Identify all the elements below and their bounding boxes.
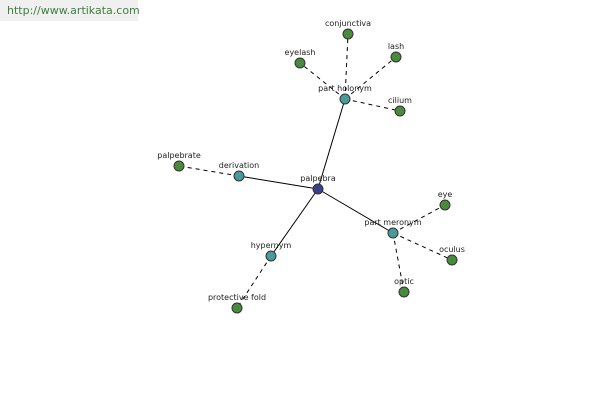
- edge-palpebrate: [178, 165, 240, 177]
- relation-node-hypernym[interactable]: hypernym: [251, 241, 292, 262]
- relation-node-part-meronym[interactable]: part meronym: [364, 218, 422, 239]
- leaf-node-eye[interactable]: eye: [438, 190, 453, 211]
- node-dot[interactable]: [173, 160, 185, 172]
- leaf-node-oculus[interactable]: oculus: [439, 245, 465, 266]
- node-label[interactable]: derivation: [219, 161, 259, 170]
- edge-hypernym: [270, 188, 319, 257]
- leaf-node-lash[interactable]: lash: [388, 42, 404, 63]
- node-label[interactable]: hypernym: [251, 241, 292, 250]
- edge-optic: [392, 232, 405, 293]
- edge-cilium: [344, 98, 401, 112]
- node-dot[interactable]: [394, 105, 406, 117]
- leaf-node-eyelash[interactable]: eyelash: [285, 48, 316, 69]
- node-dot[interactable]: [265, 250, 277, 262]
- node-dot[interactable]: [233, 170, 245, 182]
- relation-node-derivation[interactable]: derivation: [219, 161, 259, 182]
- node-dot[interactable]: [294, 57, 306, 69]
- node-label[interactable]: part meronym: [364, 218, 421, 227]
- graph-nodes: palpebra part holonym derivation part meron…: [157, 19, 465, 314]
- relation-node-part-holonym[interactable]: part holonym: [318, 84, 372, 105]
- node-label[interactable]: optic: [394, 277, 414, 286]
- node-dot[interactable]: [390, 51, 402, 63]
- node-dot[interactable]: [312, 183, 324, 195]
- node-label[interactable]: part holonym: [318, 84, 372, 93]
- leaf-node-protective-fold[interactable]: protective fold: [208, 293, 266, 314]
- node-label[interactable]: palpebrate: [157, 151, 201, 160]
- node-label[interactable]: conjunctiva: [325, 19, 371, 28]
- node-dot[interactable]: [439, 199, 451, 211]
- leaf-node-palpebrate[interactable]: palpebrate: [157, 151, 201, 172]
- edge-conjunctiva: [344, 33, 349, 100]
- edge-part-meronym: [317, 188, 394, 234]
- leaf-node-conjunctiva[interactable]: conjunctiva: [325, 19, 371, 40]
- leaf-node-optic[interactable]: optic: [394, 277, 414, 298]
- node-dot[interactable]: [446, 254, 458, 266]
- node-dot[interactable]: [231, 302, 243, 314]
- edge-protective-fold: [236, 255, 272, 309]
- node-label[interactable]: lash: [388, 42, 404, 51]
- node-label[interactable]: oculus: [439, 245, 465, 254]
- center-node-palpebra[interactable]: palpebra: [300, 174, 336, 195]
- node-label[interactable]: eye: [438, 190, 453, 199]
- edge-lash: [344, 56, 397, 100]
- edge-eye: [392, 204, 446, 234]
- site-url-banner[interactable]: http://www.artikata.com: [0, 0, 140, 21]
- leaf-node-cilium[interactable]: cilium: [388, 96, 412, 117]
- edge-part-holonym: [317, 98, 346, 190]
- node-dot[interactable]: [342, 28, 354, 40]
- node-label[interactable]: eyelash: [285, 48, 316, 57]
- graph-edges: [178, 33, 453, 309]
- node-dot[interactable]: [339, 93, 351, 105]
- edge-oculus: [392, 232, 453, 261]
- node-label[interactable]: cilium: [388, 96, 412, 105]
- node-dot[interactable]: [398, 286, 410, 298]
- edge-derivation: [238, 175, 319, 190]
- node-label[interactable]: protective fold: [208, 293, 266, 302]
- node-label[interactable]: palpebra: [300, 174, 336, 183]
- node-dot[interactable]: [387, 227, 399, 239]
- edge-eyelash: [299, 62, 346, 100]
